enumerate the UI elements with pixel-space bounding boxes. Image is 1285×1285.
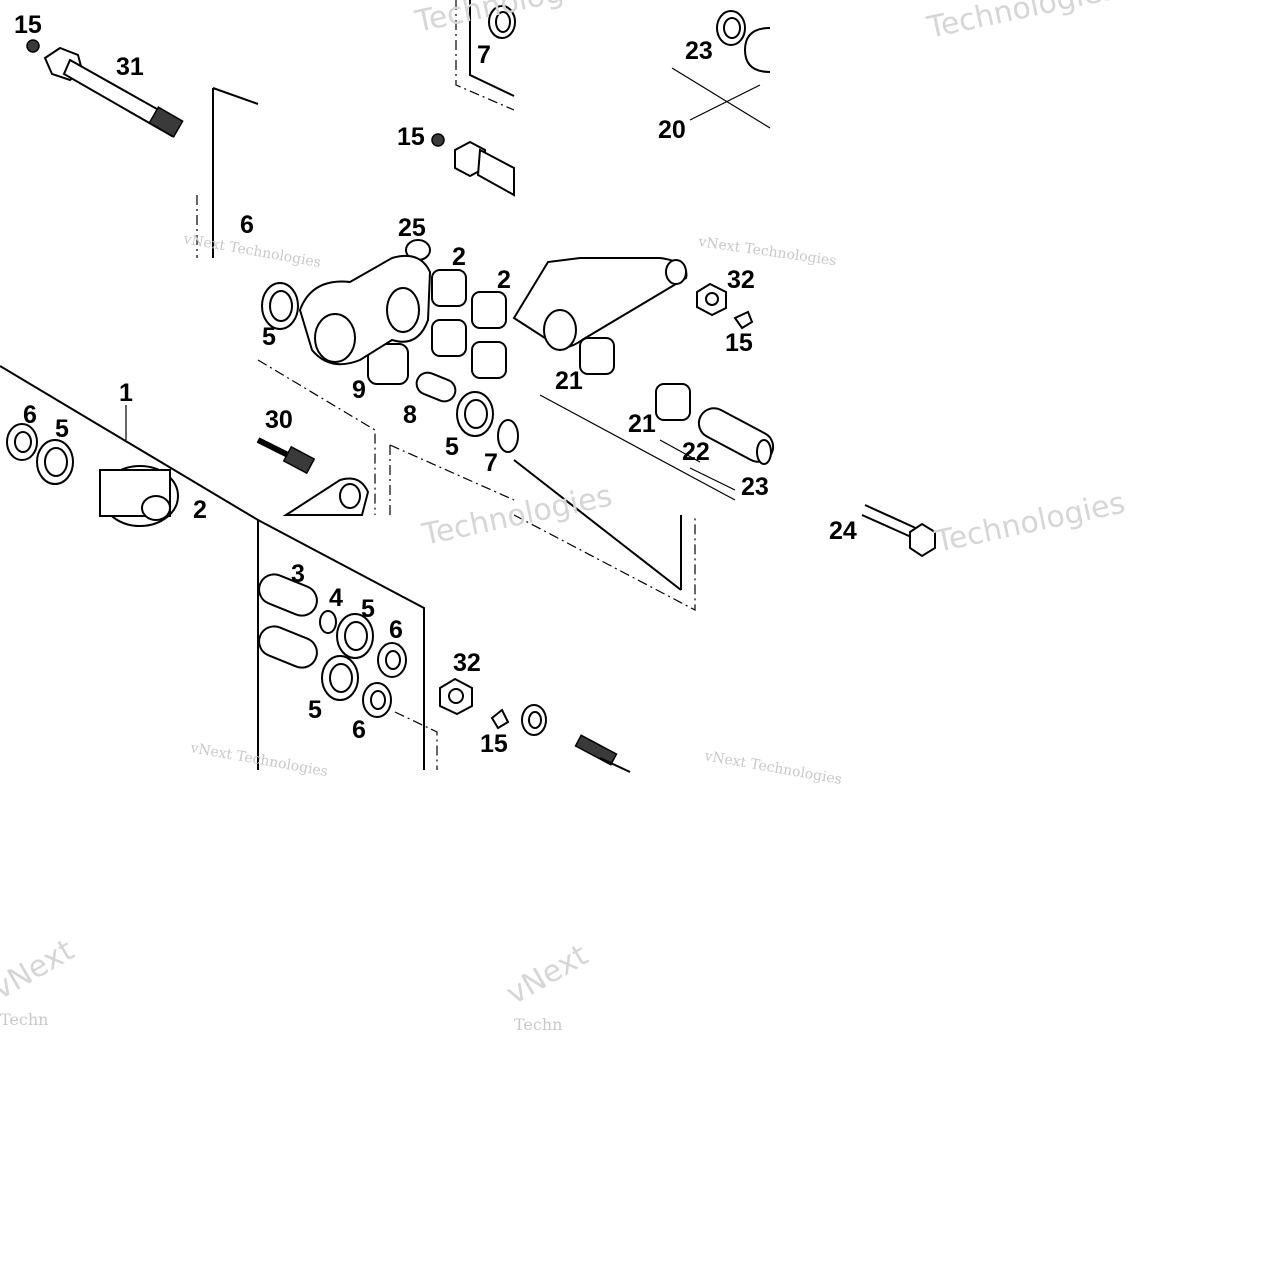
- watermark-text: Techn: [0, 1010, 48, 1029]
- link-arm-right: [512, 257, 688, 351]
- seal-7-top: [488, 5, 516, 39]
- watermark-text: Technologies: [923, 0, 1120, 46]
- nut-32-upper: [696, 282, 727, 317]
- seal-lower-right: [521, 704, 547, 736]
- bolt-15-upper: [454, 140, 515, 197]
- callout-3: 3: [291, 560, 305, 588]
- callout-22: 22: [682, 438, 710, 466]
- seal-7-mid: [497, 419, 519, 453]
- callout-21: 21: [628, 410, 656, 438]
- callout-2: 2: [193, 496, 207, 524]
- sleeve-3-upper: [258, 573, 318, 617]
- seal-5-lower-center: [456, 391, 494, 437]
- seal-6-mid: [6, 423, 38, 461]
- link-arm-center: [298, 254, 432, 366]
- callout-5: 5: [262, 323, 276, 351]
- callout-7: 7: [484, 449, 498, 477]
- seal-6-bottom-b: [362, 682, 392, 718]
- grease-fitting-15-c: [733, 310, 754, 330]
- needle-bearing-group: [367, 269, 691, 421]
- watermark-text: Technologies: [931, 486, 1128, 561]
- callout-5: 5: [361, 595, 375, 623]
- callout-15: 15: [480, 730, 508, 758]
- link-arm-bottom: [282, 477, 370, 516]
- watermark-text: vNext: [0, 933, 80, 1007]
- callout-32: 32: [727, 266, 755, 294]
- callout-24: 24: [829, 517, 857, 545]
- callout-23: 23: [741, 473, 769, 501]
- callout-labels: 15 31 7 15 23 20 6 25 2 2 32 15 5 9 8 21…: [14, 11, 857, 758]
- callout-9: 9: [352, 376, 366, 404]
- callout-4: 4: [329, 584, 343, 612]
- seal-5-left: [261, 282, 299, 330]
- nut-32-lower: [439, 677, 473, 716]
- grease-fitting-15-d: [490, 708, 510, 730]
- callout-20: 20: [658, 116, 686, 144]
- callout-5: 5: [445, 433, 459, 461]
- watermark-text: vNext Technologies: [702, 748, 843, 788]
- callout-25: 25: [398, 214, 426, 242]
- watermark-text: Technologies: [418, 479, 615, 554]
- bolt-31: [43, 46, 184, 138]
- shaft-20: [743, 27, 771, 73]
- washer-4: [319, 610, 337, 634]
- callout-6: 6: [352, 716, 366, 744]
- callout-8: 8: [403, 401, 417, 429]
- watermark-text: Techn: [514, 1015, 562, 1034]
- leader-lines: [539, 67, 771, 501]
- housing-2: [99, 465, 179, 527]
- callout-15: 15: [14, 11, 42, 39]
- callout-30: 30: [265, 406, 293, 434]
- watermark-text: vNext Technologies: [696, 234, 837, 269]
- callout-1: 1: [119, 379, 133, 407]
- watermark-text: vNext: [501, 938, 595, 1012]
- callout-15: 15: [725, 329, 753, 357]
- callout-5: 5: [55, 415, 69, 443]
- callout-23: 23: [685, 37, 713, 65]
- callout-21: 21: [555, 367, 583, 395]
- grease-fitting-15-b: [431, 133, 445, 147]
- seal-5-mid: [36, 439, 74, 485]
- callout-2: 2: [452, 243, 466, 271]
- callout-6: 6: [240, 211, 254, 239]
- bolt-30: [256, 437, 316, 475]
- sleeve-8: [415, 371, 457, 403]
- seal-5-bottom-a: [336, 613, 374, 659]
- callout-6: 6: [23, 401, 37, 429]
- callout-31: 31: [116, 53, 144, 81]
- seal-6-bottom-a: [377, 642, 407, 678]
- bolt-24: [861, 504, 936, 558]
- callout-6: 6: [389, 616, 403, 644]
- seal-5-bottom-b: [321, 655, 359, 701]
- callout-2: 2: [497, 266, 511, 294]
- callout-32: 32: [453, 649, 481, 677]
- seal-23-top: [716, 10, 746, 46]
- callout-15: 15: [397, 123, 425, 151]
- grease-fitting-15-a: [26, 39, 40, 53]
- callout-7: 7: [477, 41, 491, 69]
- sleeve-3-lower: [258, 625, 318, 669]
- sleeve-22: [697, 407, 775, 465]
- assembly-frames: [0, 0, 696, 770]
- callout-5: 5: [308, 696, 322, 724]
- stud-lower: [574, 734, 631, 773]
